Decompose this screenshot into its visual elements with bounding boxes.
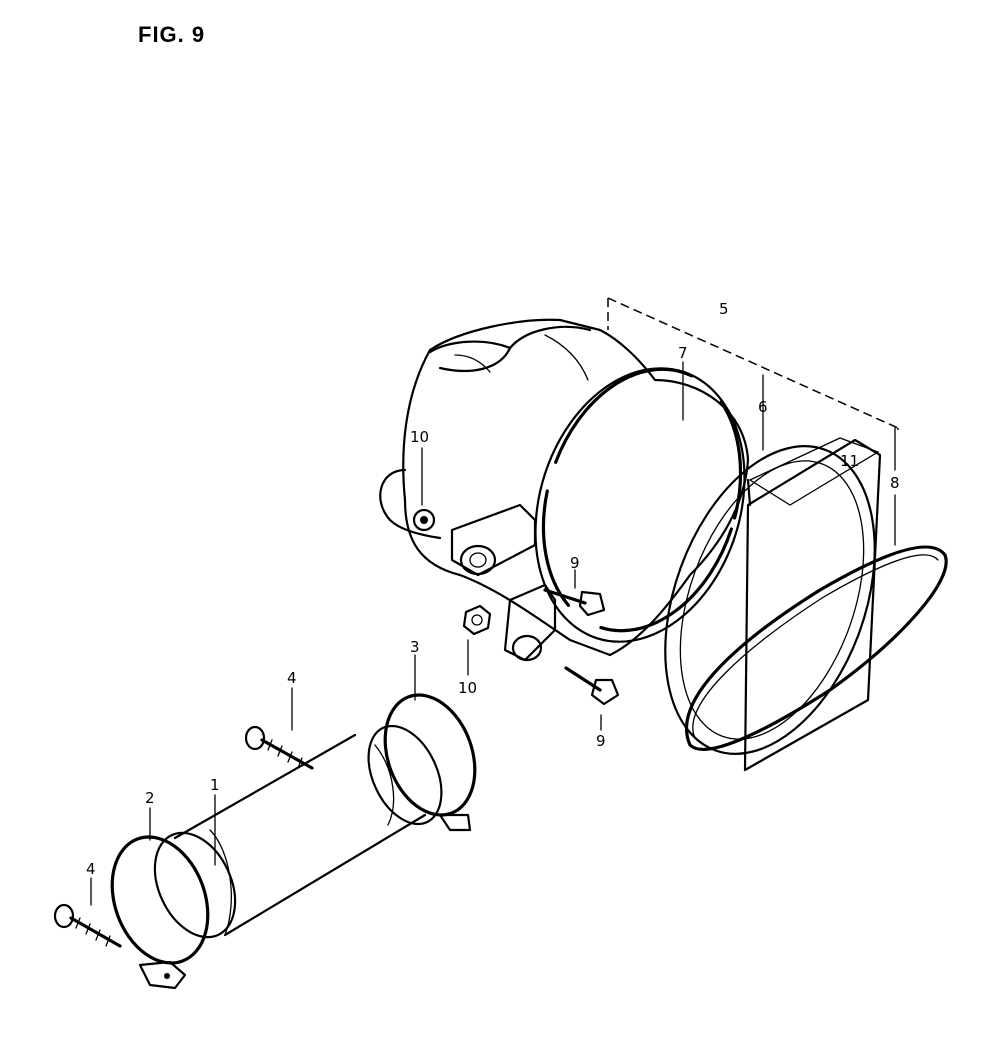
callout-10-lower: 10	[458, 679, 477, 697]
callout-2: 2	[145, 789, 155, 807]
air-cleaner-element	[664, 437, 882, 772]
callout-5: 5	[719, 300, 729, 318]
callout-6: 6	[758, 398, 768, 416]
nut-lower	[462, 604, 492, 636]
figure-title: FIG. 9	[138, 22, 206, 47]
callout-labels: 5 7 6 8 11 10 9 10 9 3 4 1 2 4	[86, 300, 900, 878]
screw-upper	[244, 725, 314, 770]
clamp-left	[110, 835, 210, 990]
callout-11: 11	[840, 452, 859, 470]
callout-4-upper: 4	[287, 669, 297, 687]
callout-10-upper: 10	[410, 428, 429, 446]
callout-8: 8	[890, 474, 900, 492]
callout-9-lower: 9	[596, 732, 606, 750]
inlet-pipe	[153, 724, 443, 939]
bolt-lower	[564, 666, 620, 706]
screw-lower	[53, 903, 122, 948]
seal-ring	[684, 545, 948, 751]
bolt-upper	[543, 588, 606, 617]
leader-lines	[90, 297, 899, 906]
callout-7: 7	[678, 344, 688, 362]
callout-4-lower: 4	[86, 860, 96, 878]
callout-1: 1	[210, 776, 220, 794]
callout-3: 3	[410, 638, 420, 656]
air-cleaner-case	[379, 318, 750, 662]
clamp-right	[383, 693, 477, 832]
callout-9-upper: 9	[570, 554, 580, 572]
